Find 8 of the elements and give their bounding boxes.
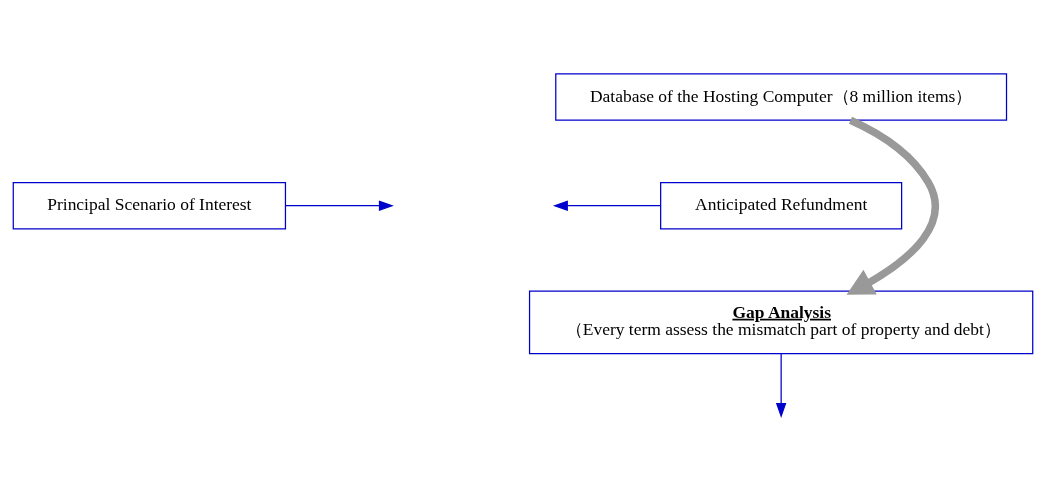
arrow [285, 199, 394, 211]
node-box: Anticipated Refundment [660, 181, 903, 229]
node-box: Database of the Hosting Computer（8 million items） [555, 72, 1008, 121]
arrow [846, 116, 939, 295]
arrow [552, 199, 662, 211]
arrow [775, 352, 787, 418]
node-box: Principal Scenario of Interest [12, 181, 287, 229]
node-box: Gap Analysis （Every term assess the mismatch part of property and debt） [528, 290, 1034, 354]
